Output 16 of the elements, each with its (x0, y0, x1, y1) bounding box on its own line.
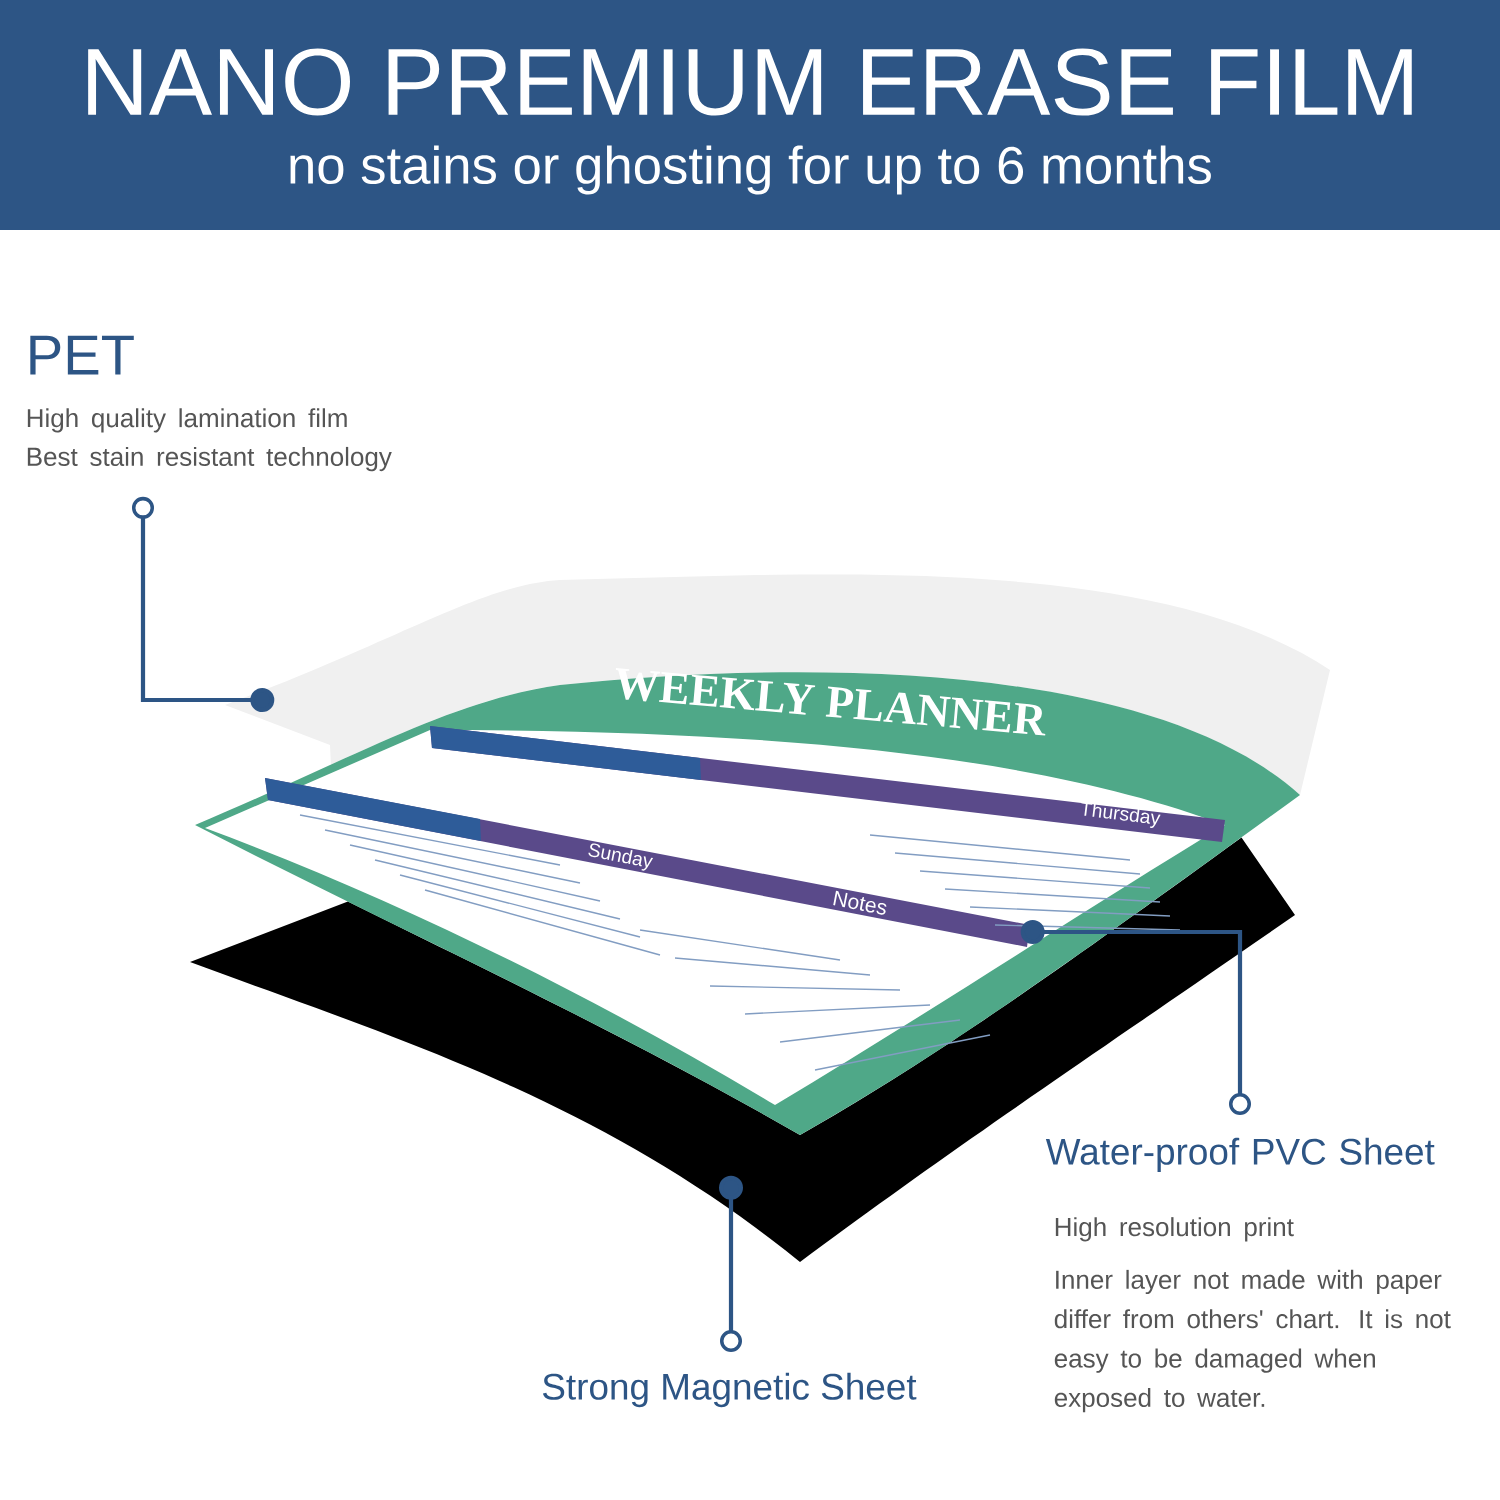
day-label: Sunday (588, 843, 654, 871)
subtitle: no stains or ghosting for up to 6 months (290, 145, 1211, 195)
layer-description: High resolution print (1055, 1217, 1294, 1242)
layer-heading: Water-proof PVC Sheet (1045, 1137, 1435, 1173)
layer-heading: Strong Magnetic Sheet (542, 1372, 917, 1408)
leader-line (719, 1175, 743, 1352)
day-label: Thursday (1081, 801, 1161, 828)
layer-description: High quality lamination film Best stain resistant technology (27, 408, 392, 472)
title: NANO PREMIUM ERASE FILM (88, 48, 1412, 116)
layer-heading: PET (30, 335, 134, 375)
column-label: Notes (833, 890, 887, 915)
planner-heading: WEEKLY PLANNER (615, 668, 1046, 736)
film-sheet-drawing (225, 574, 1330, 795)
leader-line (1020, 920, 1251, 1115)
layer-description: Inner layer not made with paper differ from others' chart. It is not easy to be damaged when exposed to water. (1054, 1269, 1451, 1413)
leader-line (132, 496, 275, 712)
